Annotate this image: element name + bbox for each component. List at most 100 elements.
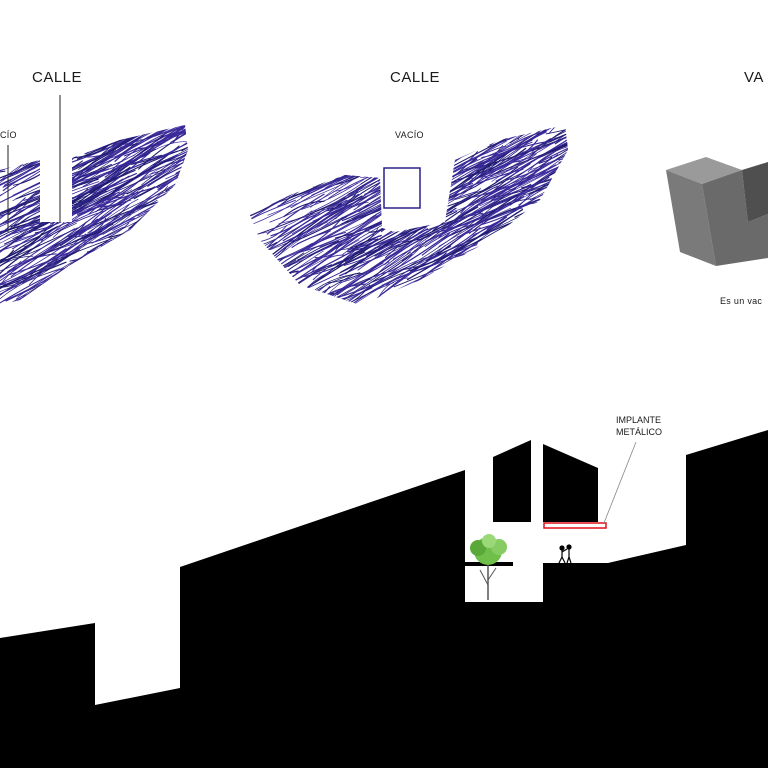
scribble-stroke: [28, 204, 86, 232]
scribble-stroke: [364, 138, 417, 178]
scribble-stroke: [450, 280, 534, 305]
scribble-stroke: [488, 260, 559, 293]
scribble-stroke: [461, 266, 504, 288]
scribble-stroke: [250, 125, 288, 160]
scribble-stroke: [131, 130, 188, 166]
scribble-stroke: [299, 125, 388, 140]
scribble-stroke: [490, 300, 552, 305]
scribble-stroke: [99, 239, 151, 267]
scribble-stroke: [0, 249, 80, 305]
scribble-stroke: [174, 125, 188, 131]
sketch-right-scribble: [250, 125, 622, 305]
scribble-stroke: [563, 189, 568, 214]
scribble-stroke: [96, 207, 139, 237]
scribble-stroke: [160, 251, 188, 296]
scribble-stroke: [263, 284, 299, 305]
scribble-stroke: [541, 230, 568, 300]
scribble-stroke: [0, 251, 77, 303]
scribble-stroke: [155, 211, 188, 252]
scribble-stroke: [383, 125, 450, 136]
scribble-stroke: [250, 125, 349, 167]
scribble-stroke: [515, 223, 568, 254]
scribble-stroke: [88, 133, 188, 215]
scribble-stroke: [181, 170, 188, 221]
scribble-stroke: [476, 125, 568, 135]
scribble-stroke: [250, 141, 342, 185]
scribble-stroke: [0, 125, 82, 139]
scribble-stroke: [53, 221, 87, 247]
scribble-stroke: [479, 144, 568, 207]
scribble-stroke: [404, 152, 458, 177]
scribble-stroke: [541, 184, 568, 271]
scribble-stroke: [333, 268, 405, 300]
scribble-stroke: [434, 232, 477, 261]
scribble-stroke: [491, 137, 557, 182]
scribble-stroke: [0, 139, 15, 163]
scribble-stroke: [569, 238, 622, 275]
scribble-stroke: [89, 198, 139, 234]
scribble-stroke: [157, 161, 188, 191]
scribble-stroke: [478, 291, 568, 305]
scribble-stroke: [370, 125, 475, 166]
scribble-stroke: [31, 125, 76, 137]
scribble-stroke: [505, 257, 564, 287]
scribble-stroke: [170, 125, 188, 144]
sketch-left-scribble: [0, 125, 239, 327]
scribble-stroke: [263, 125, 373, 132]
scribble-stroke: [518, 261, 550, 282]
scribble-stroke: [438, 196, 519, 247]
scribble-stroke: [278, 126, 368, 178]
scribble-stroke: [472, 257, 524, 286]
scribble-stroke: [145, 227, 188, 296]
scribble-stroke: [537, 131, 568, 164]
scribble-stroke: [468, 125, 568, 141]
scribble-stroke: [174, 301, 188, 305]
scribble-stroke: [507, 225, 558, 261]
scribble-stroke: [334, 142, 375, 170]
scribble-stroke: [551, 125, 568, 152]
scribble-stroke: [83, 267, 137, 300]
scribble-stroke: [135, 125, 188, 136]
scribble-stroke: [274, 125, 354, 169]
scribble-stroke: [255, 125, 372, 154]
scribble-stroke: [185, 307, 239, 327]
scribble-stroke: [68, 138, 142, 188]
scribble-stroke: [0, 166, 33, 187]
scribble-stroke: [65, 266, 176, 305]
scribble-stroke: [250, 247, 287, 284]
terrain-mass: [0, 430, 768, 768]
scribble-stroke: [557, 254, 568, 293]
scribble-stroke: [176, 188, 188, 252]
scribble-stroke: [367, 125, 483, 164]
scribble-stroke: [112, 125, 187, 132]
scribble-stroke: [427, 258, 499, 291]
scribble-stroke: [394, 125, 453, 160]
scribble-stroke: [250, 279, 269, 294]
scribble-stroke: [320, 253, 413, 305]
scribble-stroke: [15, 146, 73, 174]
scribble-stroke: [181, 125, 188, 183]
scribble-stroke: [250, 125, 334, 168]
scribble-stroke: [82, 231, 172, 282]
scribble-stroke: [507, 231, 568, 260]
scribble-stroke: [111, 276, 188, 305]
scribble-stroke: [544, 259, 568, 292]
scribble-stroke: [406, 223, 450, 255]
scribble-stroke: [518, 224, 556, 252]
model-title: VA: [744, 69, 764, 86]
scribble-stroke: [267, 125, 314, 156]
scribble-stroke: [427, 282, 521, 305]
scribble-stroke: [458, 215, 568, 295]
scribble-stroke: [250, 125, 322, 164]
scribble-stroke: [0, 125, 105, 132]
scribble-stroke: [0, 282, 82, 305]
model-top-face: [666, 157, 742, 184]
scribble-stroke: [0, 137, 23, 160]
scribble-stroke: [0, 125, 103, 164]
scribble-stroke: [529, 212, 568, 256]
scribble-stroke: [147, 242, 188, 305]
scribble-stroke: [0, 249, 15, 276]
scribble-stroke: [93, 262, 139, 287]
scribble-stroke: [422, 279, 525, 305]
scribble-stroke: [382, 255, 433, 279]
